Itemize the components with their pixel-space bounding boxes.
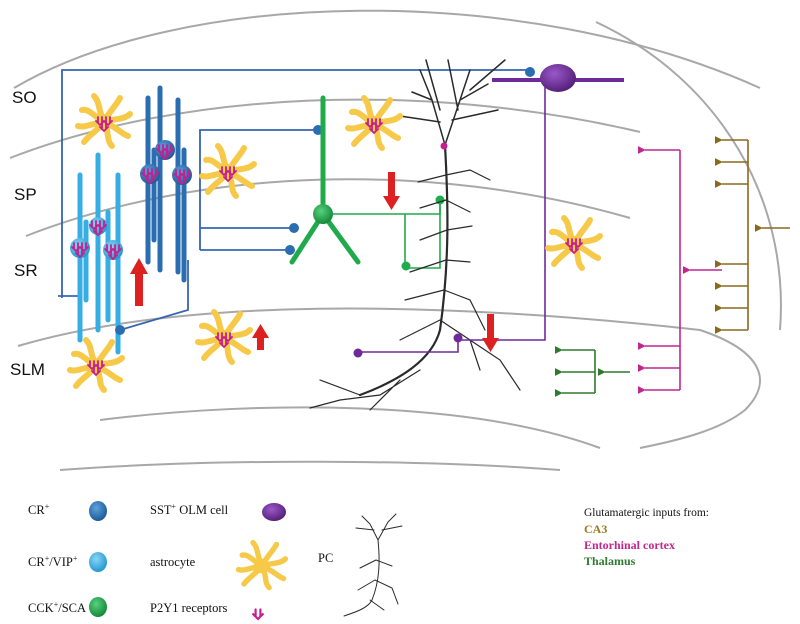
down-arrow — [482, 314, 499, 352]
inner-boundary-arc — [595, 21, 782, 331]
ca3-inputs — [714, 136, 790, 334]
pyramidal-cell — [309, 59, 521, 411]
olm-soma — [540, 64, 576, 92]
layer-boundaries — [9, 9, 782, 471]
legend-label-cr-vip: CR+/VIP+ — [28, 554, 78, 569]
astrocyte — [348, 98, 400, 148]
inputs-legend-title: Glutamatergic inputs from: — [584, 507, 709, 519]
inputs-source-thalamus: Thalamus — [584, 554, 636, 568]
layer-label-slm: SLM — [10, 360, 45, 379]
legend-swatch-astrocyte — [239, 543, 286, 588]
modulation-arrows — [130, 172, 499, 352]
astrocyte — [78, 96, 130, 146]
pc-soma — [440, 142, 448, 150]
legend: CR+ CR+/VIP+ CCK+/SCA SST+ OLM cell astr… — [28, 501, 403, 621]
astrocyte — [202, 146, 254, 196]
sst-olm-cell — [353, 64, 624, 358]
up-arrow — [252, 324, 269, 350]
legend-swatch-pc — [343, 513, 403, 617]
outer-boundary-arc — [13, 9, 761, 89]
bottom-boundary-arc — [99, 406, 601, 449]
legend-swatch-cr — [89, 501, 107, 521]
legend-swatch-cck-sca — [89, 597, 107, 617]
so-sp-boundary-arc — [9, 98, 641, 159]
sp-sr-boundary-arc — [25, 178, 631, 237]
layer-label-so: SO — [12, 88, 37, 107]
olm-terminal — [353, 348, 363, 358]
cr-axon-projections — [58, 69, 528, 331]
p2y1-receptors — [72, 145, 190, 259]
astrocyte — [548, 218, 600, 268]
legend-swatch-olm — [262, 503, 286, 521]
thalamus-inputs — [554, 346, 630, 397]
cr-interneurons — [140, 85, 192, 283]
legend-label-cck-sca: CCK+/SCA — [28, 600, 86, 615]
legend-label-olm: SST+ OLM cell — [150, 502, 229, 517]
astrocyte — [198, 312, 250, 362]
cck-soma — [313, 204, 333, 224]
legend-label-astrocyte: astrocyte — [150, 555, 196, 569]
up-arrow — [130, 258, 148, 306]
inputs-legend: Glutamatergic inputs from: CA3 Entorhina… — [584, 507, 709, 568]
legend-label-p2y1: P2Y1 receptors — [150, 601, 228, 615]
layer-label-sr: SR — [14, 261, 38, 280]
down-arrow — [383, 172, 400, 210]
olm-terminal — [453, 333, 463, 343]
entorhinal-inputs — [637, 146, 722, 394]
inputs-source-entorhinal: Entorhinal cortex — [584, 538, 675, 552]
legend-label-pc: PC — [318, 551, 333, 565]
astrocyte — [70, 340, 122, 390]
legend-label-cr: CR+ — [28, 502, 50, 517]
layer-label-sp: SP — [14, 185, 37, 204]
cr-vip-interneurons — [70, 152, 123, 355]
sr-slm-boundary-arc — [17, 307, 761, 449]
inputs-source-ca3: CA3 — [584, 522, 607, 536]
legend-swatch-p2y1 — [252, 608, 264, 621]
cck-terminal — [401, 261, 411, 271]
legend-swatch-cr-vip — [89, 552, 107, 572]
lower-boundary-arc — [59, 460, 561, 471]
